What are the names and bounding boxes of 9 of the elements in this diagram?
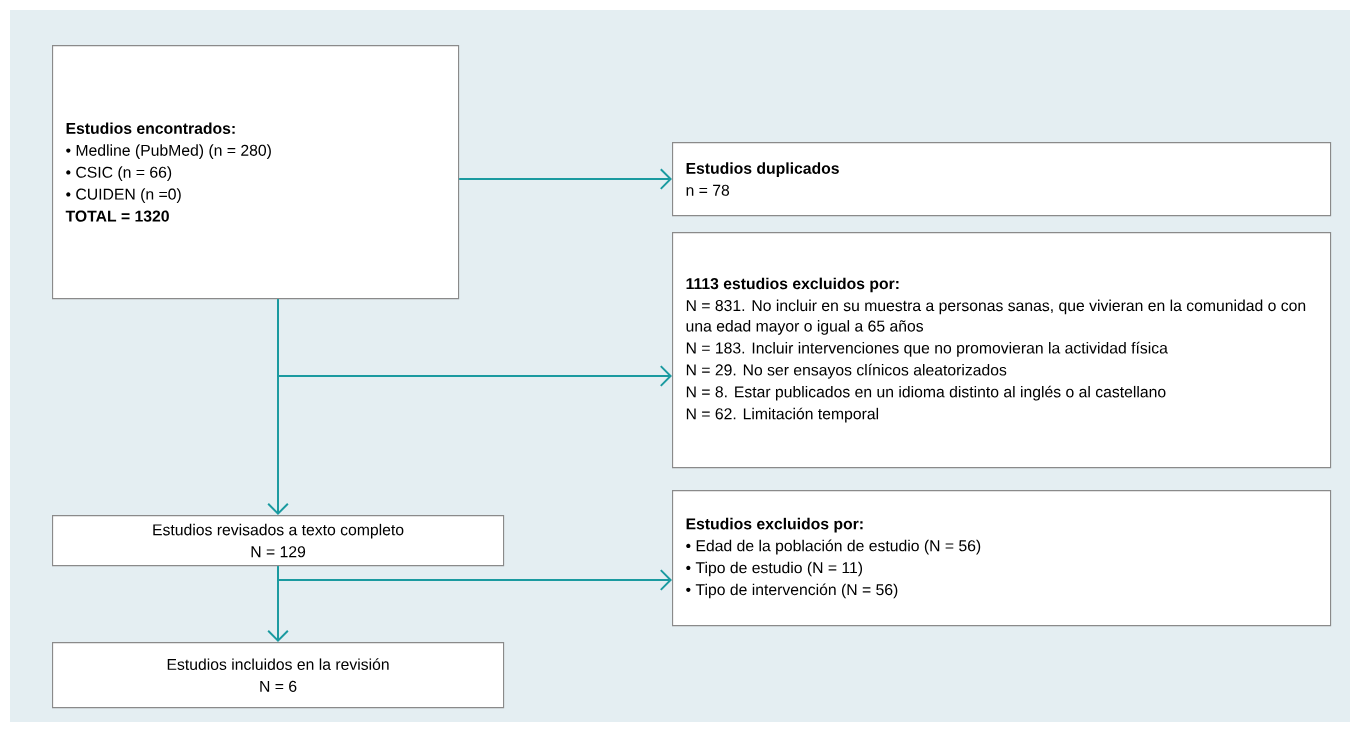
process-box: Estudios duplicados n = 78	[672, 142, 1332, 217]
arrow	[277, 298, 672, 387]
process-box: Estudios excluidos por: • Edad de la población de estudio (N = 56) • Tipo de estudio (N = 11) • Tipo de intervención (N = 56)	[672, 490, 1332, 627]
arrow	[277, 565, 672, 591]
process-box: Estudios incluidos en la revisión N = 6	[52, 642, 505, 709]
arrow	[458, 168, 672, 190]
process-box: Estudios revisados a texto completo N = 129	[52, 515, 505, 567]
process-box: Estudios encontrados: • Medline (PubMed) (n = 280) • CSIC (n = 66) • CUIDEN (n =0) TOTAL = 1320	[52, 45, 460, 300]
process-box: 1113 estudios excluidos por: N = 831. No incluir en su muestra a personas sanas, que vivieran en la comunidad o con una edad mayor o igual a 65 años N = 183. Incluir intervenciones que no promovieran la actividad física N = 29. No ser ensayos clínicos aleatorizados N = 8. Estar publicados en un idioma distinto al inglés o al castellano N = 62. Limitación temporal	[672, 232, 1332, 469]
